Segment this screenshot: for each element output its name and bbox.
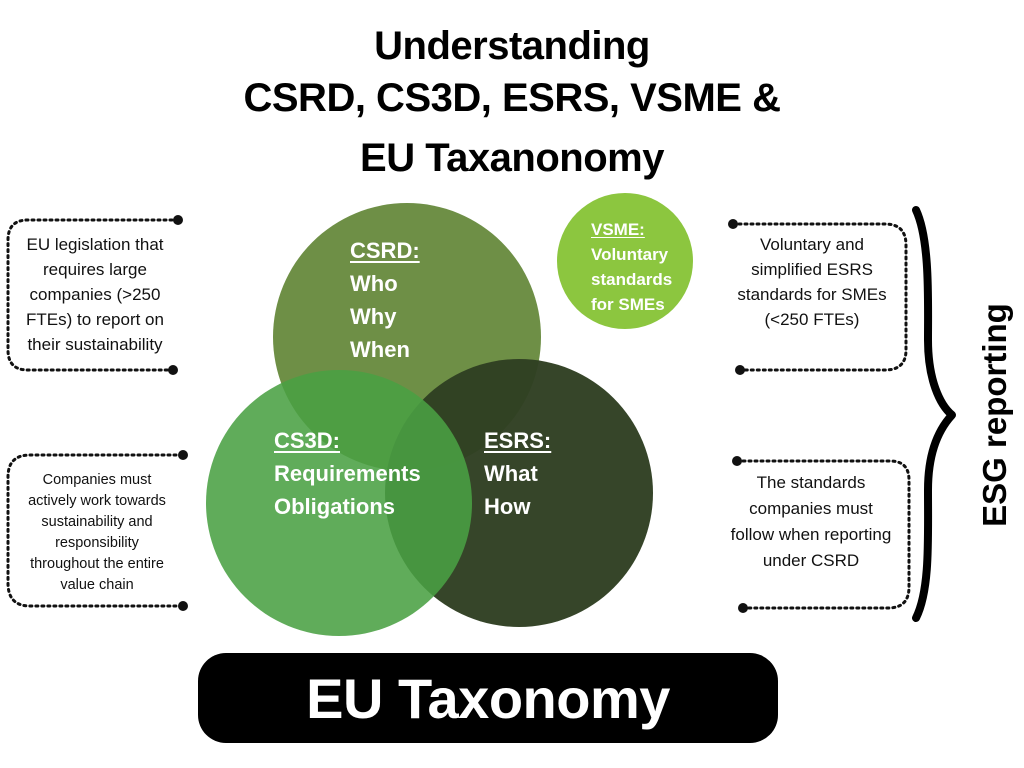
esrs-heading: ESRS: [484, 428, 552, 453]
eu-taxonomy-label: EU Taxonomy [306, 666, 670, 730]
note-line: Voluntary and [760, 235, 864, 254]
esrs-description: The standards companies must follow when… [706, 470, 916, 574]
cs3d-heading: CS3D: [274, 428, 341, 453]
note-line: follow when reporting [730, 525, 892, 544]
note-line: their sustainability [27, 335, 163, 354]
connector-dot [178, 450, 188, 460]
cs3d-line: Requirements [274, 461, 421, 486]
note-line: Companies must [42, 472, 152, 488]
curly-brace-icon [912, 206, 956, 622]
note-line: actively work towards [28, 493, 166, 509]
title-line-1: Understanding [374, 24, 650, 68]
vsme-line: Voluntary [591, 245, 669, 264]
note-line: companies must [749, 499, 873, 518]
connector-dot [732, 456, 742, 466]
csrd-line: Who [350, 271, 398, 296]
vsme-heading: VSME: [591, 220, 645, 239]
cs3d-circle [206, 370, 472, 636]
connector-dot [178, 601, 188, 611]
connector-dot [173, 215, 183, 225]
note-line: simplified ESRS [751, 260, 873, 279]
esrs-line: How [484, 494, 531, 519]
csrd-heading: CSRD: [350, 238, 420, 263]
title-line-3: EU Taxanonomy [360, 136, 664, 180]
vsme-connector [731, 222, 908, 372]
csrd-label: CSRD: Who Why When [350, 234, 420, 366]
note-line: FTEs) to report on [26, 310, 164, 329]
esrs-label: ESRS: What How [484, 424, 551, 523]
note-line: under CSRD [762, 551, 860, 570]
cs3d-connector [6, 453, 184, 608]
vsme-label: VSME: Voluntary standards for SMEs [591, 217, 672, 317]
note-line: throughout the entire [30, 556, 164, 572]
vsme-circle [557, 193, 693, 329]
cs3d-description: Companies must actively work towards sus… [6, 470, 188, 596]
csrd-description: EU legislation that requires large compa… [4, 232, 186, 357]
csrd-line: Why [350, 304, 397, 329]
vsme-description: Voluntary and simplified ESRS standards … [712, 232, 912, 332]
cs3d-line: Obligations [274, 494, 395, 519]
note-line: EU legislation that [26, 235, 164, 254]
note-line: standards for SMEs [737, 285, 887, 304]
esrs-connector [735, 459, 911, 610]
connector-dot [738, 603, 748, 613]
csrd-line: When [350, 337, 410, 362]
title-line-2: CSRD, CS3D, ESRS, VSME & [243, 76, 781, 120]
csrd-connector [6, 218, 180, 372]
note-line: value chain [60, 577, 134, 593]
note-line: responsibility [55, 535, 139, 551]
note-line: (<250 FTEs) [764, 310, 860, 329]
connector-dot [735, 365, 745, 375]
note-line: companies (>250 [29, 285, 161, 304]
cs3d-label: CS3D: Requirements Obligations [274, 424, 421, 523]
vsme-line: standards [591, 270, 673, 289]
eu-taxonomy-banner: EU Taxonomy [198, 653, 778, 743]
esrs-line: What [484, 461, 538, 486]
note-line: requires large [43, 260, 147, 279]
vsme-line: for SMEs [591, 295, 665, 314]
note-line: The standards [756, 473, 866, 492]
note-line: sustainability and [41, 514, 153, 530]
esg-reporting-label: ESG reporting [976, 303, 1013, 527]
connector-dot [728, 219, 738, 229]
connector-dot [168, 365, 178, 375]
